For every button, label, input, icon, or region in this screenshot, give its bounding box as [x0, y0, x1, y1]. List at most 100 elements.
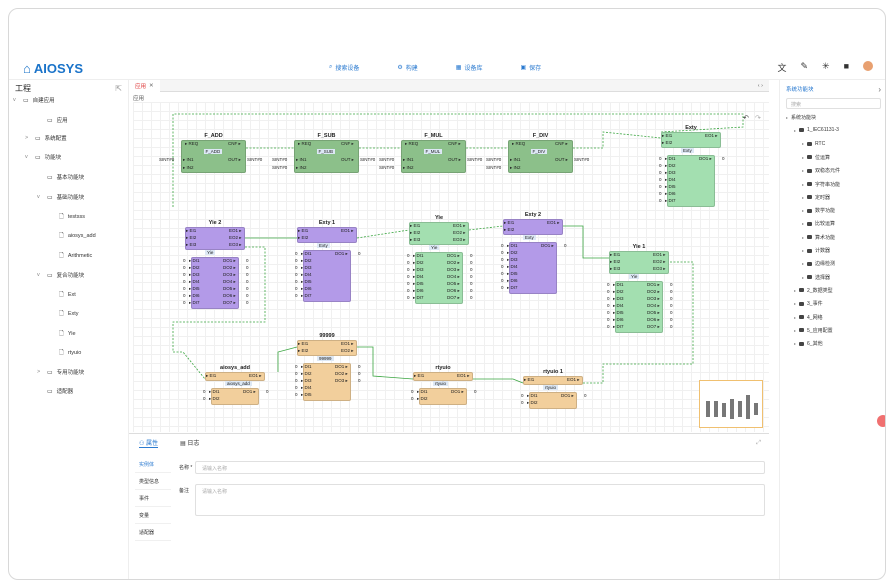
connection-wire[interactable]: [356, 229, 410, 239]
expand-icon[interactable]: ▸: [794, 341, 797, 347]
search-input[interactable]: 搜索: [786, 98, 881, 109]
connection-wire[interactable]: [563, 225, 609, 259]
rt-item[interactable]: ▸字符串功能: [802, 181, 840, 188]
expand-icon[interactable]: ▸: [802, 208, 805, 214]
tree-item[interactable]: 🗋rtyuio: [49, 348, 81, 358]
connection-wire[interactable]: [583, 261, 694, 384]
rt-item[interactable]: ▸数学功能: [802, 207, 835, 214]
tree-item[interactable]: 🗋Yie: [49, 329, 76, 339]
expand-icon[interactable]: ▸: [802, 141, 805, 147]
tree-item[interactable]: >▭系统配置: [25, 134, 67, 142]
minimap[interactable]: [699, 380, 763, 428]
note-field[interactable]: 请输入名称: [195, 484, 765, 516]
close-icon[interactable]: ✕: [149, 82, 154, 89]
rt-item[interactable]: ▸3_事件: [794, 300, 823, 307]
tree-item[interactable]: v▭基础功能块: [37, 193, 84, 201]
build-button[interactable]: ⚙构建: [397, 65, 418, 72]
chevron-right-icon[interactable]: ›: [878, 84, 881, 94]
undo-icon[interactable]: ↶: [743, 115, 749, 122]
rt-item[interactable]: ▸6_其他: [794, 340, 823, 347]
expand-icon[interactable]: ▸: [794, 287, 797, 293]
expand-icon[interactable]: v: [37, 194, 40, 200]
connection-wire[interactable]: [573, 131, 662, 149]
connection-wire[interactable]: [277, 346, 298, 372]
connection-wire[interactable]: [172, 246, 266, 380]
fb-data: [303, 250, 351, 302]
expand-icon[interactable]: >: [25, 135, 29, 141]
redo-icon[interactable]: ↷: [755, 115, 761, 122]
expand-icon[interactable]: ▸: [802, 248, 805, 253]
tree-item[interactable]: 🗋aiosys_add: [49, 231, 96, 241]
expand-icon[interactable]: ▸: [802, 234, 805, 240]
tree-item[interactable]: ▭基本功能块: [37, 173, 84, 182]
tree-item[interactable]: v▭自建应用: [13, 96, 55, 104]
rt-item[interactable]: ▸RTC: [802, 141, 825, 147]
connection-wire[interactable]: [473, 378, 524, 384]
grid-icon[interactable]: ■: [843, 61, 849, 71]
expand-icon[interactable]: ▸: [794, 314, 797, 320]
rt-item[interactable]: ▸双稳态元件: [802, 167, 840, 174]
tree-item[interactable]: ▭适配器: [37, 387, 73, 396]
rt-item[interactable]: ▸计数器: [802, 247, 830, 254]
expand-icon[interactable]: ▸: [794, 127, 797, 133]
section-events[interactable]: 事件: [135, 490, 171, 507]
rt-item[interactable]: ▸位运算: [802, 154, 830, 161]
rt-item[interactable]: ▸2_数据类型: [794, 287, 833, 294]
rt-item[interactable]: ▸选择器: [802, 274, 830, 281]
rt-item[interactable]: ▸4_网络: [794, 314, 823, 321]
more-tabs-icon[interactable]: ‹ ›: [757, 82, 763, 89]
tree-item[interactable]: 🗋testsss: [49, 212, 85, 222]
rt-item[interactable]: ▸算术功能: [802, 234, 835, 241]
sun-icon[interactable]: ✳: [822, 61, 830, 71]
avatar[interactable]: [863, 61, 873, 71]
expand-icon[interactable]: ▸: [802, 168, 805, 174]
expand-icon[interactable]: ⤢: [756, 440, 761, 446]
tree-item[interactable]: 🗋Ext: [49, 290, 76, 300]
section-adapters[interactable]: 适配器: [135, 524, 171, 541]
tree-item[interactable]: 🗋Exty: [49, 309, 79, 319]
expand-icon[interactable]: ▸: [802, 261, 805, 267]
name-field[interactable]: 请输入名称: [195, 461, 765, 474]
translate-icon[interactable]: 文: [777, 63, 787, 73]
floating-badge[interactable]: [877, 415, 885, 427]
expand-icon[interactable]: ▸: [786, 115, 789, 120]
tree-item[interactable]: >▭专用功能块: [37, 368, 84, 376]
tree-item[interactable]: ▭应用: [37, 116, 68, 125]
section-variables[interactable]: 变量: [135, 507, 171, 524]
expand-icon[interactable]: v: [37, 272, 40, 278]
rt-item[interactable]: ▸比较运算: [802, 220, 835, 227]
tab-properties[interactable]: ⚇ 属性: [139, 438, 159, 448]
section-instance[interactable]: 实例体: [135, 456, 171, 473]
rt-item[interactable]: ▸边缘检测: [802, 260, 835, 267]
rt-item[interactable]: ▸5_应用配置: [794, 327, 833, 334]
search-device-button[interactable]: ⌕搜索设备: [329, 64, 360, 72]
expand-icon[interactable]: ▸: [802, 274, 805, 280]
expand-icon[interactable]: ▸: [802, 154, 805, 160]
tree-item[interactable]: v▭复合功能块: [37, 271, 84, 279]
tools-icon[interactable]: ✎: [800, 61, 809, 71]
tab-application[interactable]: 应用✕: [129, 79, 160, 92]
expand-icon[interactable]: ▸: [802, 181, 805, 187]
rt-item[interactable]: ▸1_IEC61131-3: [794, 127, 839, 133]
tree-item[interactable]: 🗋Arithmetic: [49, 251, 92, 261]
connection-wire[interactable]: [357, 346, 414, 380]
expand-icon[interactable]: ▸: [802, 221, 805, 227]
tab-log[interactable]: ▤ 日志: [180, 441, 200, 447]
expand-icon[interactable]: >: [37, 369, 41, 375]
expand-icon[interactable]: ▸: [802, 194, 805, 200]
expand-icon[interactable]: ▸: [794, 301, 797, 307]
section-type-info[interactable]: 类型信息: [135, 473, 171, 490]
expand-icon[interactable]: ▸: [794, 327, 797, 333]
connection-wire[interactable]: [468, 225, 504, 231]
collapse-icon[interactable]: ⇱: [115, 83, 122, 93]
expand-icon[interactable]: v: [25, 154, 28, 160]
logo[interactable]: ⌂AIOSYS: [23, 61, 83, 76]
device-library-button[interactable]: ▦设备库: [455, 65, 483, 72]
tree-item[interactable]: v▭功能块: [25, 153, 61, 161]
connection-wire[interactable]: [172, 113, 744, 207]
rt-item[interactable]: ▸定时器: [802, 194, 830, 201]
save-button[interactable]: ▣保存: [520, 65, 542, 72]
rt-item[interactable]: ▸系统功能块: [786, 114, 816, 121]
expand-icon[interactable]: v: [13, 97, 16, 103]
